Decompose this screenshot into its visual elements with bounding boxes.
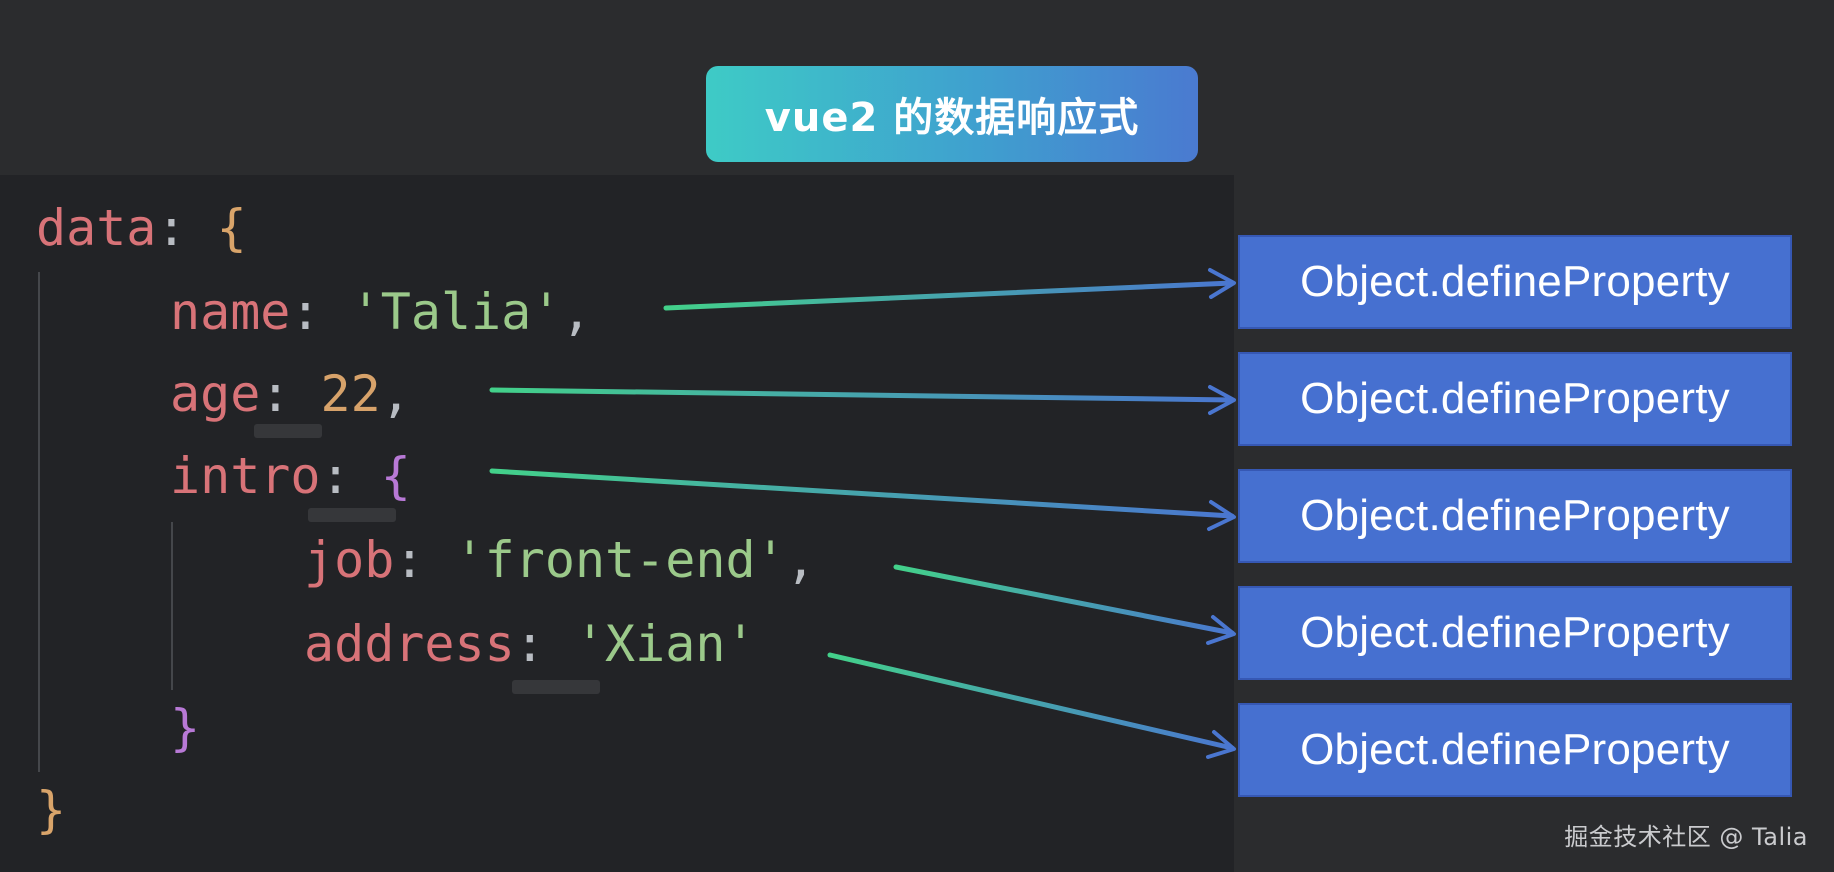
code-line-address: address: 'Xian' xyxy=(304,614,756,674)
title-text: vue2 的数据响应式 xyxy=(764,95,1140,141)
code-colon: : xyxy=(260,365,321,423)
arrow-name xyxy=(663,268,1236,311)
code-comma: , xyxy=(561,283,592,341)
watermark: 掘金技术社区 @ Talia xyxy=(1564,823,1808,851)
arrow-intro xyxy=(489,468,1236,531)
code-colon: : xyxy=(320,447,381,505)
title-badge: vue2 的数据响应式 xyxy=(706,66,1198,162)
indent-guide-inner xyxy=(171,522,173,690)
code-number: 22 xyxy=(320,365,381,423)
define-property-label: Object.defineProperty xyxy=(1300,257,1730,306)
code-key: address xyxy=(304,615,515,673)
code-colon: : xyxy=(394,531,455,589)
code-brace-close: } xyxy=(170,699,201,757)
code-smudge xyxy=(512,680,600,694)
code-line-age: age: 22, xyxy=(170,364,411,424)
define-property-label: Object.defineProperty xyxy=(1300,608,1730,657)
define-property-box-intro: Object.defineProperty xyxy=(1238,469,1792,563)
code-key: data xyxy=(36,199,157,257)
code-line-data: data: { xyxy=(36,198,247,258)
code-brace-open: { xyxy=(380,447,411,505)
arrow-address xyxy=(827,652,1236,759)
code-line-name: name: 'Talia', xyxy=(170,282,591,342)
code-comma: , xyxy=(380,365,411,423)
define-property-box-address: Object.defineProperty xyxy=(1238,703,1792,797)
code-key: name xyxy=(170,283,291,341)
code-brace-open: { xyxy=(216,199,247,257)
indent-guide-outer xyxy=(38,272,40,772)
code-comma: , xyxy=(785,531,816,589)
define-property-box-age: Object.defineProperty xyxy=(1238,352,1792,446)
define-property-label: Object.defineProperty xyxy=(1300,491,1730,540)
code-string: 'Talia' xyxy=(350,283,562,341)
define-property-label: Object.defineProperty xyxy=(1300,374,1730,423)
define-property-box-job: Object.defineProperty xyxy=(1238,586,1792,680)
arrow-age xyxy=(489,385,1236,415)
code-brace-close: } xyxy=(36,781,67,839)
code-line-inner-close: } xyxy=(170,698,200,758)
code-line-outer-close: } xyxy=(36,780,66,840)
define-property-box-name: Object.defineProperty xyxy=(1238,235,1792,329)
code-key: age xyxy=(170,365,261,423)
code-line-job: job: 'front-end', xyxy=(304,530,816,590)
code-colon: : xyxy=(290,283,351,341)
code-string: 'front-end' xyxy=(454,531,786,589)
code-line-intro: intro: { xyxy=(170,446,411,506)
code-string: 'Xian' xyxy=(574,615,756,673)
code-key: job xyxy=(304,531,395,589)
code-smudge xyxy=(308,508,396,522)
code-key: intro xyxy=(170,447,321,505)
code-smudge xyxy=(254,424,322,438)
arrow-job xyxy=(893,564,1236,645)
code-colon: : xyxy=(156,199,217,257)
define-property-label: Object.defineProperty xyxy=(1300,725,1730,774)
code-colon: : xyxy=(514,615,575,673)
